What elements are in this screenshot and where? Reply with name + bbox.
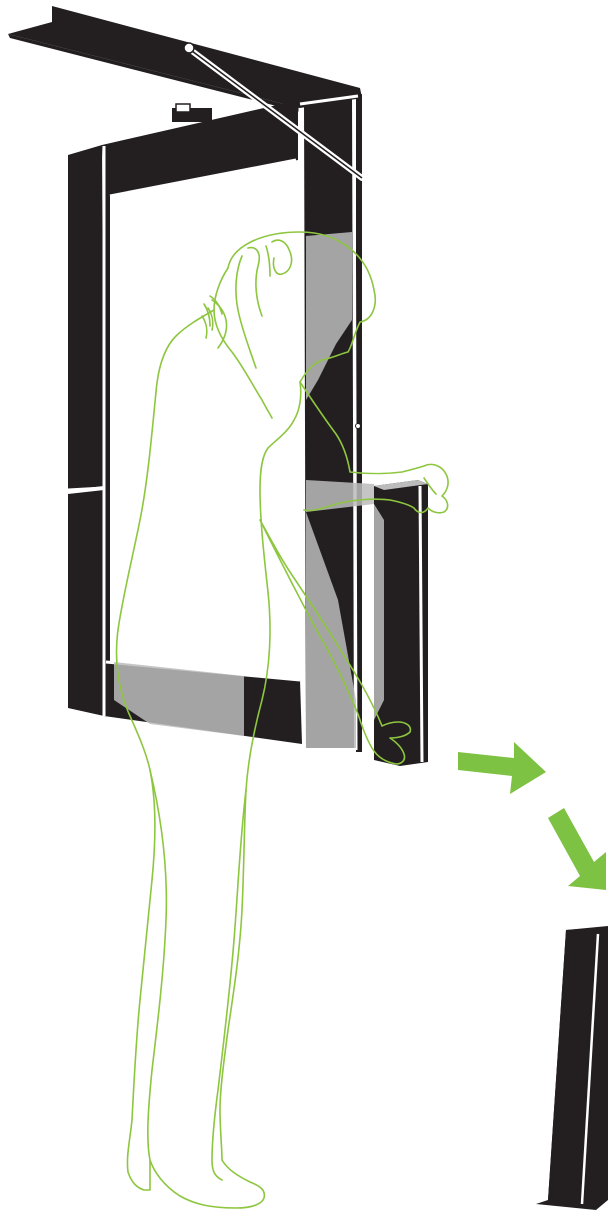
person-ghost-fill bbox=[114, 232, 384, 748]
head-mount-cap bbox=[176, 104, 190, 112]
down-right-arrow-icon bbox=[458, 742, 546, 794]
left-jamb-lower bbox=[68, 490, 104, 716]
panel-removed bbox=[536, 926, 608, 1210]
down-right-arrow-icon bbox=[548, 808, 606, 890]
top-canopy-plate bbox=[8, 6, 362, 108]
left-jamb bbox=[68, 145, 104, 490]
hinge-pin bbox=[356, 424, 361, 429]
